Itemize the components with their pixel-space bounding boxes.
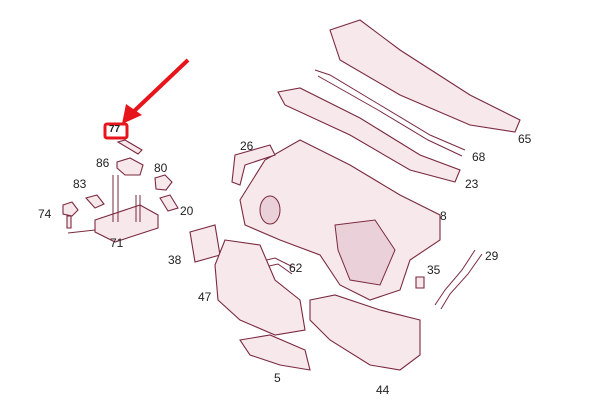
label-80: 80 — [154, 161, 168, 175]
label-74: 74 — [38, 207, 52, 221]
label-5: 5 — [274, 371, 281, 385]
part-74-bolt — [62, 201, 79, 229]
part-80-nut — [154, 174, 173, 191]
label-44: 44 — [376, 383, 390, 397]
label-65: 65 — [518, 132, 532, 146]
label-8: 8 — [440, 209, 447, 223]
part-68-seal — [314, 69, 466, 157]
label-29: 29 — [485, 249, 499, 263]
part-26-bracket — [231, 144, 276, 186]
label-26: 26 — [240, 139, 254, 153]
highlight-arrowhead-icon — [122, 104, 142, 124]
label-35: 35 — [427, 263, 441, 277]
label-23: 23 — [465, 177, 479, 191]
label-77: 77 — [109, 124, 121, 135]
part-8-detail — [334, 219, 396, 286]
part-29-hose — [434, 249, 483, 310]
part-86-block — [116, 157, 144, 176]
label-86: 86 — [96, 156, 110, 170]
part-5-bracket — [239, 334, 311, 371]
part-83-clip — [84, 194, 105, 209]
part-65-cowl-panel — [329, 19, 521, 133]
part-47-duct — [214, 239, 306, 336]
part-label-77-box — [103, 122, 129, 140]
label-38: 38 — [168, 253, 182, 267]
part-44-housing — [309, 294, 421, 371]
label-83: 83 — [73, 177, 87, 191]
part-8-hole — [259, 195, 281, 225]
label-47: 47 — [198, 290, 212, 304]
part-38-panel — [189, 224, 221, 263]
label-71: 71 — [110, 236, 124, 250]
part-23-strip — [277, 87, 461, 183]
label-62: 62 — [289, 261, 303, 275]
highlight-arrow-icon — [128, 58, 190, 117]
part-71-tray — [94, 204, 159, 243]
label-20: 20 — [180, 204, 194, 218]
part-20-clip — [159, 194, 179, 212]
label-68: 68 — [472, 150, 486, 164]
part-35-clip — [415, 276, 425, 289]
part-77-strip — [116, 139, 143, 155]
part-71-posts — [67, 175, 141, 234]
